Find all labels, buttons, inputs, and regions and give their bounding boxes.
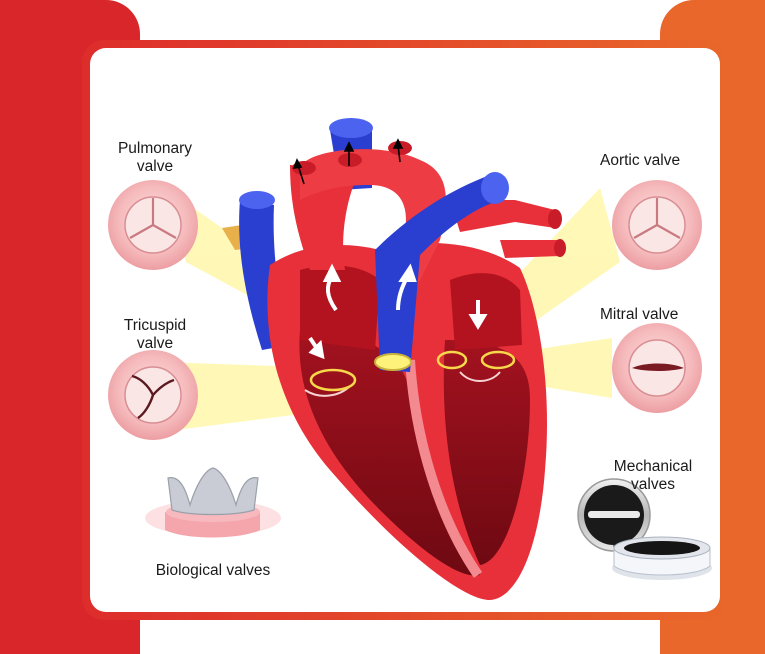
pulmonary-valve-icon [108,180,198,270]
mitral-valve-label: Mitral valve [600,306,720,324]
tricuspid-valve-icon [108,350,198,440]
tricuspid-valve-label: Tricuspid valve [105,317,205,353]
biological-valve-icon [145,468,281,538]
pulmonary-valve-label: Pulmonary valve [105,140,205,176]
mitral-valve-icon [612,323,702,413]
biological-valves-label: Biological valves [128,562,298,580]
mechanical-valve-icon [578,479,712,580]
mechanical-valves-label: Mechanical valves [598,458,708,494]
aortic-valve-label: Aortic valve [600,152,720,170]
aortic-valve-icon [612,180,702,270]
